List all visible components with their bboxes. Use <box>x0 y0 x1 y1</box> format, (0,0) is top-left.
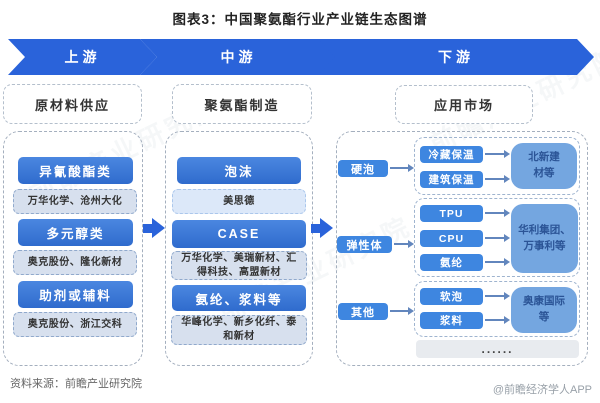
connector-arrow-icon <box>485 292 510 300</box>
upstream-category: 助剂或辅料 <box>18 281 133 308</box>
downstream-category: 弹性体 <box>337 236 392 253</box>
midstream-companies: 美思德 <box>172 189 306 214</box>
downstream-category: 其他 <box>338 303 388 320</box>
downstream-subgroup <box>414 198 580 277</box>
upstream-header: 原材料供应 <box>3 84 142 124</box>
midstream-category: 泡沫 <box>177 157 301 184</box>
midstream-companies: 华峰化学、新乡化纤、泰和新材 <box>171 315 307 345</box>
midstream-container <box>165 131 313 366</box>
downstream-application: 建筑保温 <box>420 171 483 188</box>
upstream-companies: 奥克股份、隆化新材 <box>13 250 137 275</box>
downstream-application: 软泡 <box>420 288 483 305</box>
upstream-category: 多元醇类 <box>18 219 133 246</box>
flow-arrow-icon <box>311 218 334 238</box>
banner-downstream: 下游 <box>318 39 594 75</box>
downstream-application: CPU <box>420 230 483 247</box>
upstream-category: 异氰酸酯类 <box>18 157 133 184</box>
midstream-companies: 万华化学、美瑞新材、汇得科技、高盟新材 <box>171 251 307 280</box>
connector-arrow-icon <box>485 209 510 217</box>
connector-arrow-icon <box>485 258 510 266</box>
downstream-subgroup <box>414 137 580 195</box>
downstream-application: 氨纶 <box>420 254 483 271</box>
downstream-companies: 北新建材等 <box>511 143 577 189</box>
downstream-application: 浆料 <box>420 312 483 329</box>
connector-arrow-icon <box>390 307 414 315</box>
connector-arrow-icon <box>485 175 510 183</box>
midstream-category: 氨纶、浆料等 <box>172 285 306 311</box>
midstream-category: CASE <box>172 220 306 248</box>
downstream-header: 应用市场 <box>395 85 533 124</box>
credit-watermark: @前瞻经济学人APP <box>492 384 592 396</box>
upstream-companies: 万华化学、沧州大化 <box>13 189 137 214</box>
midstream-header: 聚氨酯制造 <box>172 84 312 124</box>
downstream-companies: 华利集团、万事利等 <box>511 204 578 273</box>
downstream-category: 硬泡 <box>338 160 388 177</box>
downstream-application: 冷藏保温 <box>420 146 483 163</box>
chart-title: 图表3：中国聚氨酯行业产业链生态图谱 <box>172 12 428 27</box>
downstream-application: TPU <box>420 205 483 222</box>
flow-arrow-icon <box>143 218 166 238</box>
downstream-container <box>336 131 588 366</box>
upstream-container <box>3 131 143 366</box>
downstream-companies: 奥康国际等 <box>511 287 577 333</box>
banner-upstream: 上游 <box>8 39 157 75</box>
connector-arrow-icon <box>485 316 510 324</box>
connector-arrow-icon <box>394 240 414 248</box>
connector-arrow-icon <box>390 164 414 172</box>
connector-arrow-icon <box>485 150 510 158</box>
connector-arrow-icon <box>485 234 510 242</box>
upstream-companies: 奥克股份、浙江交科 <box>13 312 137 337</box>
downstream-subgroup <box>414 281 580 337</box>
banner-midstream: 中游 <box>140 39 337 75</box>
source-note: 资料来源：前瞻产业研究院 <box>10 378 142 390</box>
more-items-placeholder: ...... <box>416 340 579 358</box>
